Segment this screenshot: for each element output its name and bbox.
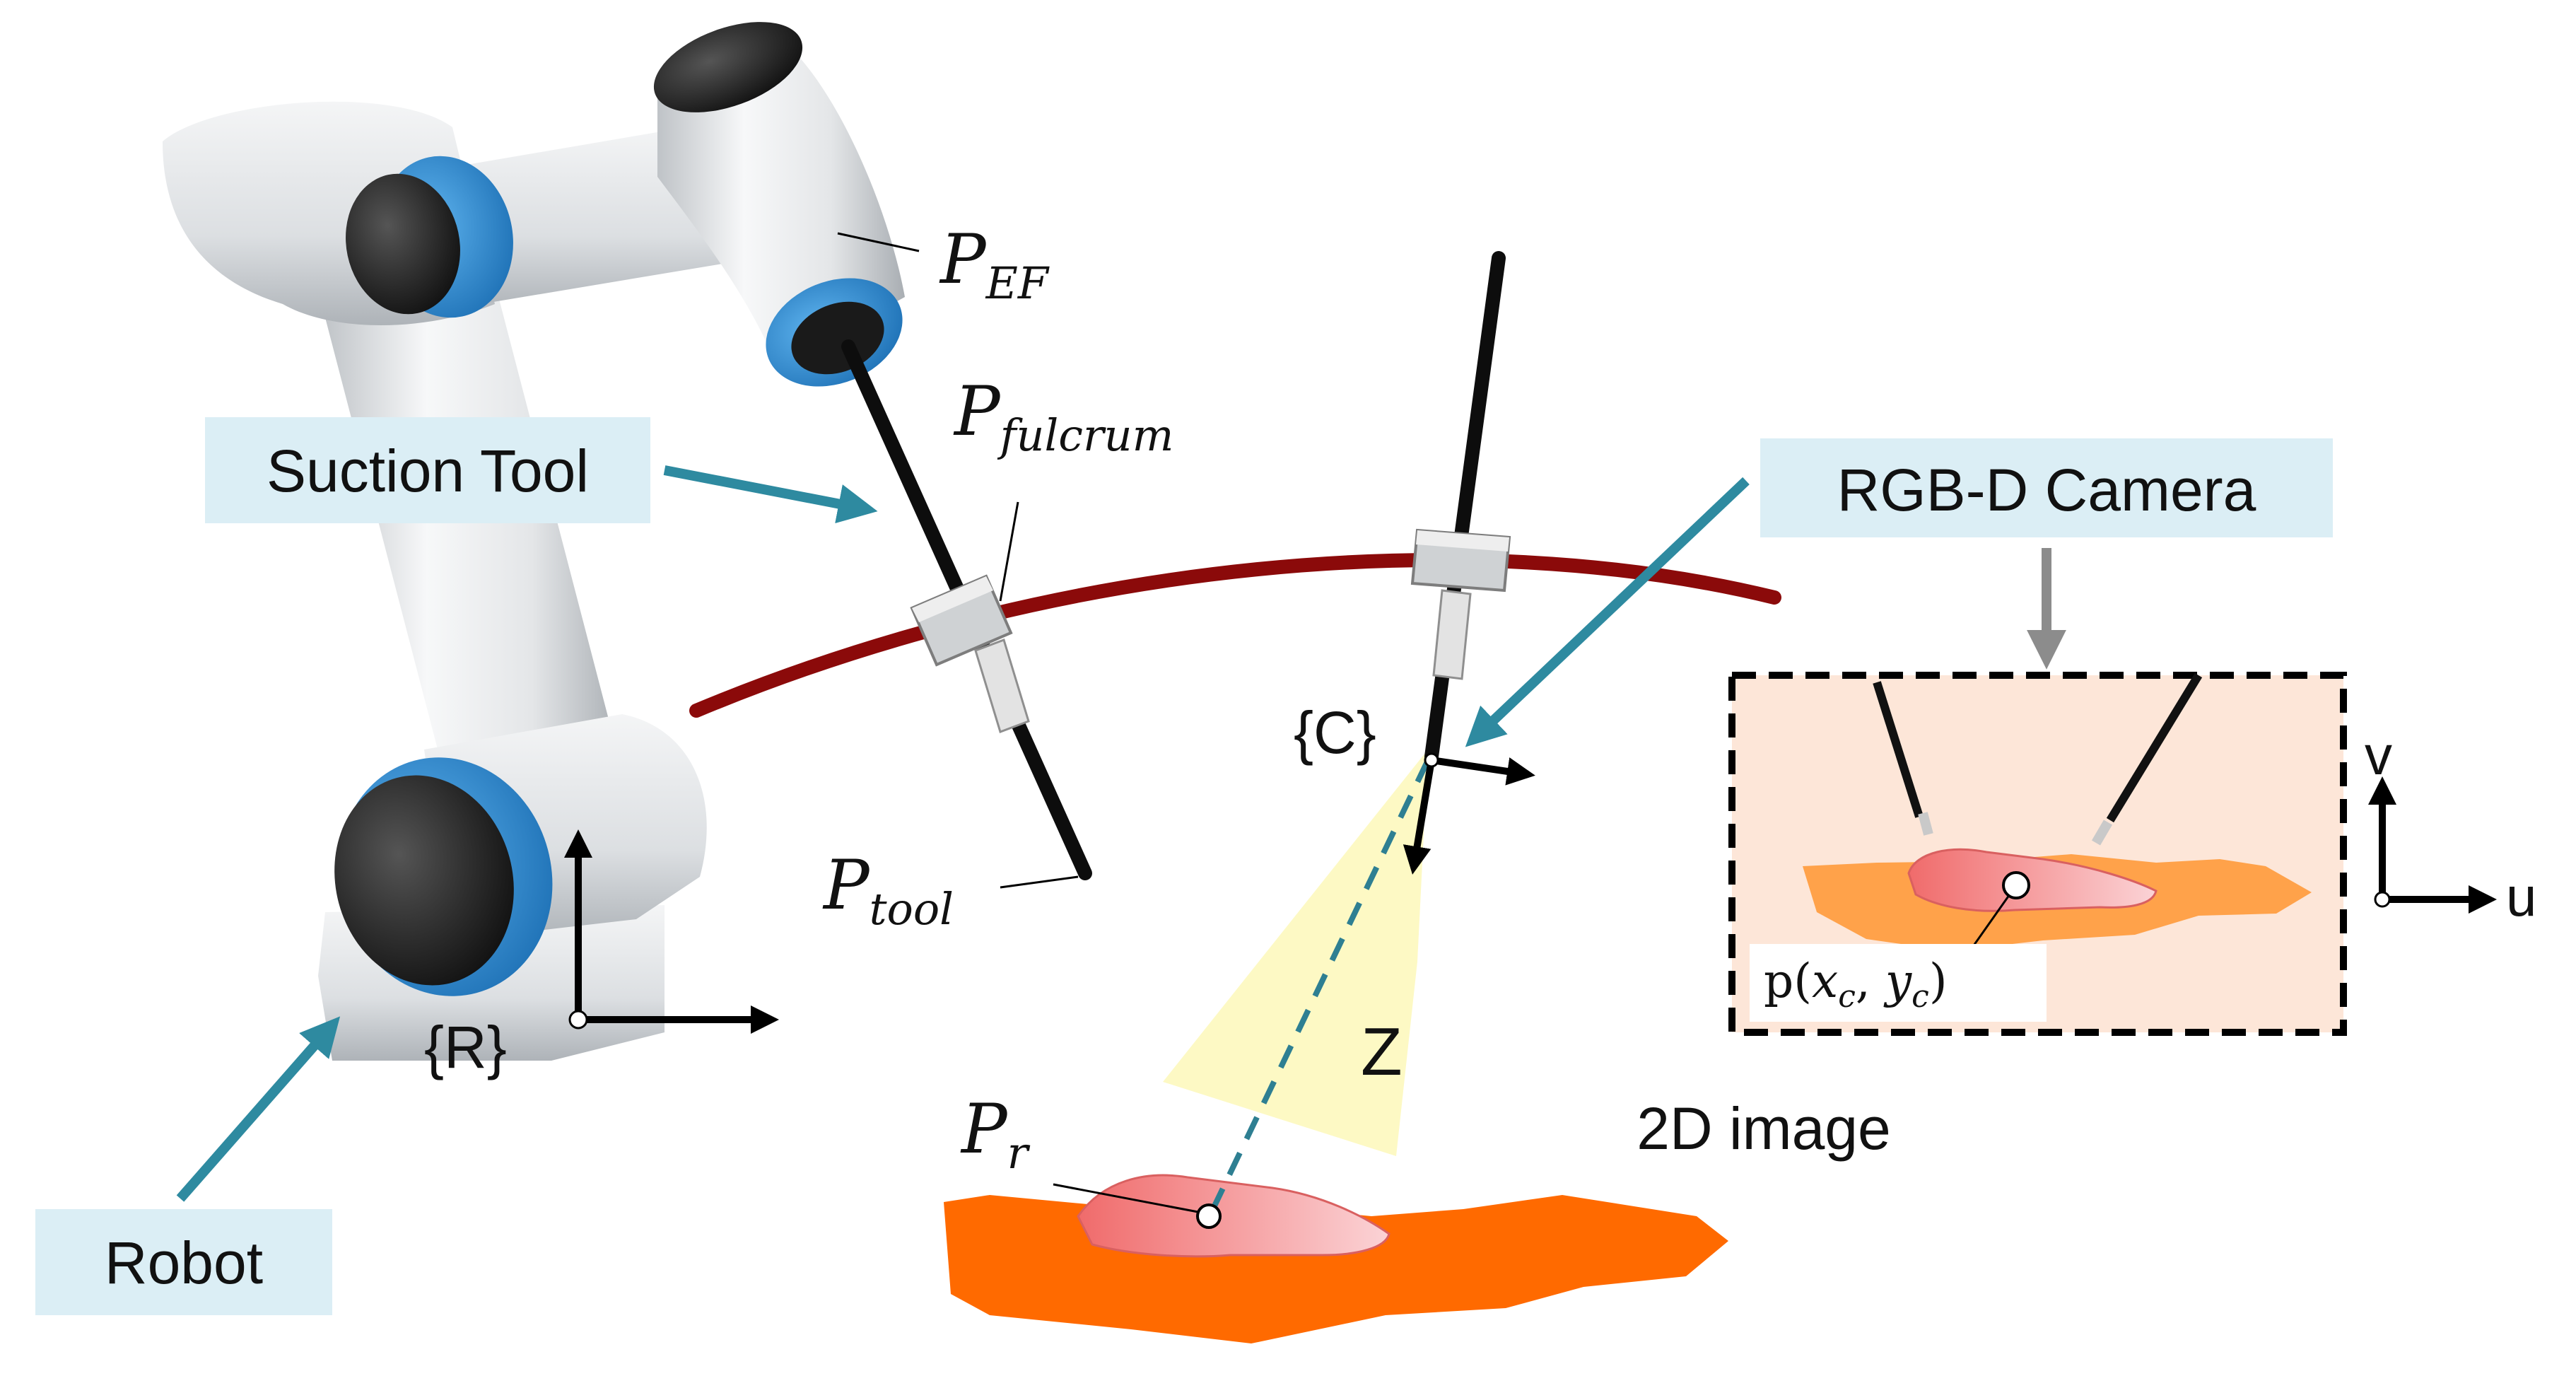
image-instrument-right — [2106, 672, 2203, 823]
suction-tool — [841, 339, 1092, 880]
image-caption: 2D image — [1637, 1095, 1891, 1162]
camera-view-cone — [1163, 750, 1428, 1156]
robot-frame-axes — [564, 829, 779, 1034]
robot-arrow — [176, 1016, 341, 1202]
u-axis-label: u — [2506, 865, 2536, 928]
robot-arm — [163, 22, 905, 1061]
p-tool-label: Ptool — [822, 846, 954, 935]
pixel-coordinate-label: p(xc, yc) — [1764, 954, 1948, 1015]
pixel-point — [2002, 871, 2030, 899]
image-panel — [1728, 672, 2347, 1036]
robot-wrist-cap — [653, 22, 803, 112]
robot-label: Robot — [105, 1230, 263, 1296]
camera-shaft — [1424, 251, 1506, 764]
image-tissue-pink — [1907, 848, 2158, 912]
robot-lower-arm — [322, 283, 622, 806]
image-axes — [2368, 776, 2497, 914]
pr-leader — [1053, 1183, 1202, 1214]
p-ef-label: PEF — [939, 220, 1050, 309]
trocar-curve — [689, 553, 1781, 718]
tissue-pink-region — [1077, 1174, 1391, 1258]
rgbd-camera-label-box — [1760, 438, 2333, 537]
suction-tool-label: Suction Tool — [267, 438, 589, 504]
pef-leader — [837, 232, 920, 252]
robot-label-box — [35, 1209, 332, 1315]
p-fulcrum-label: Pfulcrum — [953, 372, 1173, 461]
pr-point — [1196, 1203, 1222, 1229]
robot-frame-label: {R} — [424, 1014, 507, 1080]
tissue-main — [944, 1174, 1728, 1343]
camera-frame-label: {C} — [1294, 699, 1376, 766]
image-instrument-left — [1873, 681, 1924, 818]
camera-assembly — [1163, 251, 1511, 1156]
depth-axis-label: Z — [1361, 1014, 1403, 1090]
ptool-leader — [1000, 875, 1079, 889]
camera-sleeve — [1432, 589, 1472, 680]
rgbd-camera-arrow — [1465, 477, 1750, 747]
suction-tool-arrow — [663, 465, 878, 524]
suction-tool-label-box — [205, 417, 650, 523]
robot-elbow-cap — [334, 775, 514, 986]
depth-ray — [1207, 759, 1431, 1216]
v-axis-label: v — [2365, 724, 2392, 786]
pixel-label-box — [1750, 944, 2047, 1022]
robot-end-effector-face — [791, 301, 884, 375]
pfulcrum-leader — [999, 501, 1019, 602]
rgbd-camera-label: RGB-D Camera — [1837, 457, 2256, 523]
suction-tool-sleeve — [974, 639, 1030, 733]
camera-frame-axes — [1403, 752, 1535, 875]
robot-shoulder-cap — [346, 173, 460, 315]
p-r-label: Pr — [960, 1090, 1031, 1179]
